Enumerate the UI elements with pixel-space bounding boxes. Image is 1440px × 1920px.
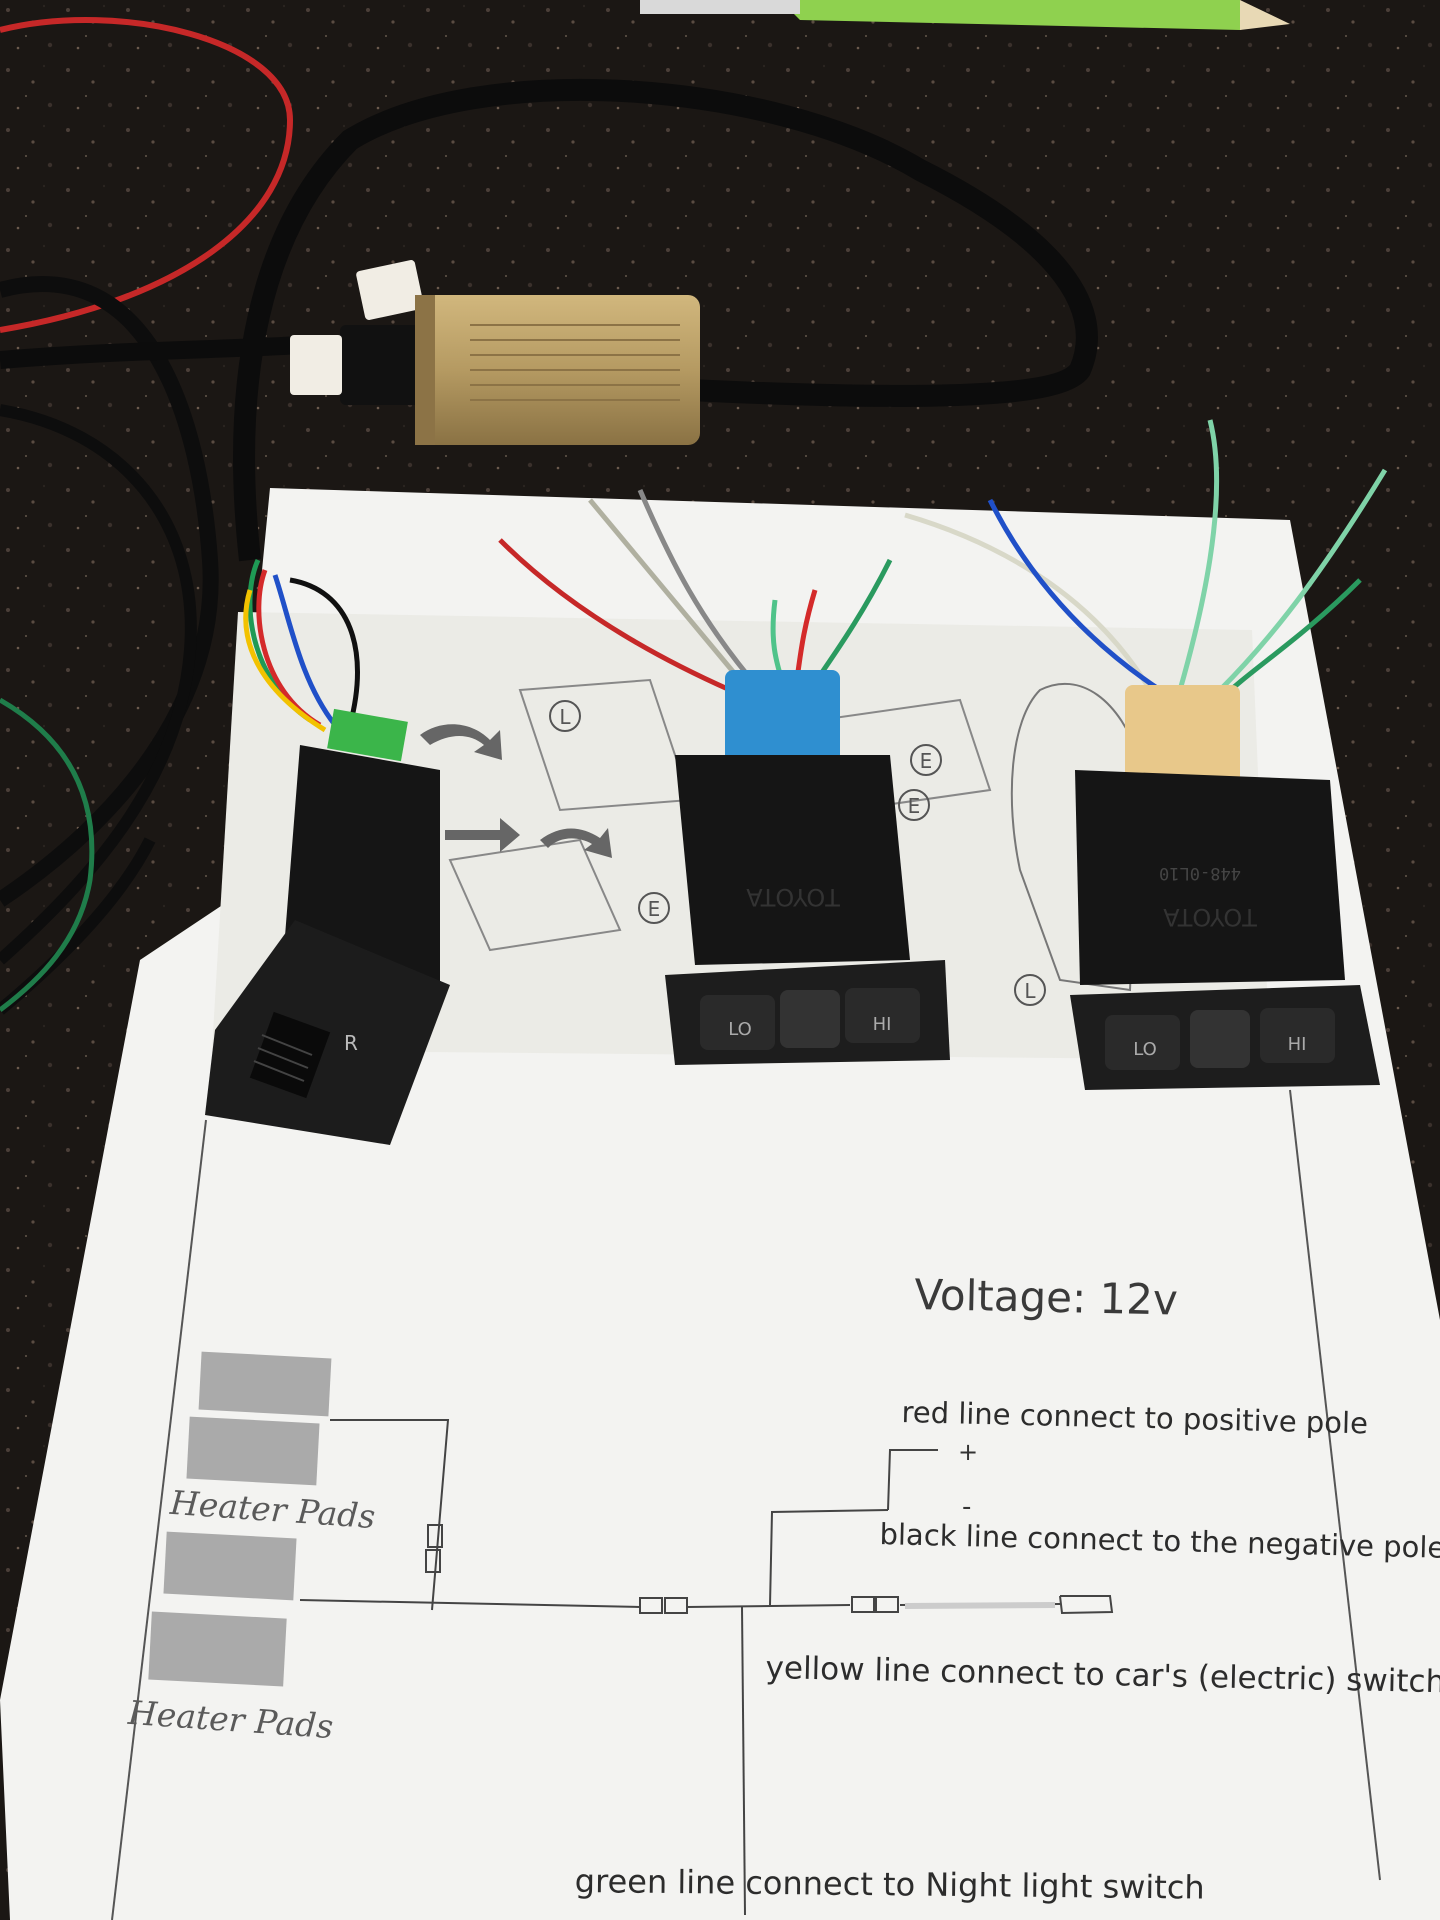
diagram-frame [111, 1119, 207, 1920]
svg-text:-: - [962, 1492, 971, 1522]
svg-text:E: E [908, 794, 921, 818]
heater-pad [186, 1416, 320, 1486]
callout-e-2: E [898, 789, 930, 821]
svg-text:L: L [1024, 979, 1036, 1003]
svg-text:L: L [559, 705, 571, 729]
callout-l-2: L [1014, 974, 1046, 1006]
red-cable [0, 17, 294, 333]
svg-text:TOYOTA: TOYOTA [746, 883, 841, 911]
svg-text:LO: LO [1133, 1039, 1157, 1060]
black-cable-2 [0, 404, 197, 965]
switch-wires [243, 558, 360, 733]
heater-controller [290, 260, 700, 445]
callout-e-3: E [638, 892, 670, 924]
svg-text:+: + [958, 1438, 978, 1466]
harness-to-controller [0, 336, 301, 369]
svg-text:448-0L10: 448-0L10 [1159, 863, 1241, 883]
callout-l-1: L [549, 700, 581, 732]
voltage-label: Voltage: 12v [913, 1270, 1179, 1325]
svg-text:E: E [648, 897, 661, 921]
wiring-diagram: + - [148, 1351, 1114, 1916]
heater-pad [198, 1351, 332, 1417]
green-cable [0, 697, 95, 1012]
pen [640, 0, 1290, 30]
svg-text:R: R [344, 1031, 358, 1055]
green-line-label: green line connect to Night light switch [574, 1862, 1205, 1907]
svg-text:HI: HI [1288, 1034, 1307, 1055]
heater-pad [148, 1611, 287, 1687]
toyota-switch-left: TOYOTA LO HI [498, 489, 950, 1065]
svg-text:HI: HI [873, 1014, 892, 1035]
small-heater-switch: R [205, 708, 450, 1145]
heater-pad [163, 1531, 297, 1601]
toyota-switch-right: TOYOTA 448-0L10 LO HI [904, 419, 1388, 1090]
svg-text:LO: LO [728, 1019, 752, 1040]
black-cable-1 [0, 276, 219, 907]
main-harness [233, 78, 1098, 562]
seat-sketch [1010, 682, 1142, 992]
svg-text:E: E [920, 749, 933, 773]
callout-e-1: E [910, 744, 942, 776]
svg-text:TOYOTA: TOYOTA [1163, 903, 1258, 931]
